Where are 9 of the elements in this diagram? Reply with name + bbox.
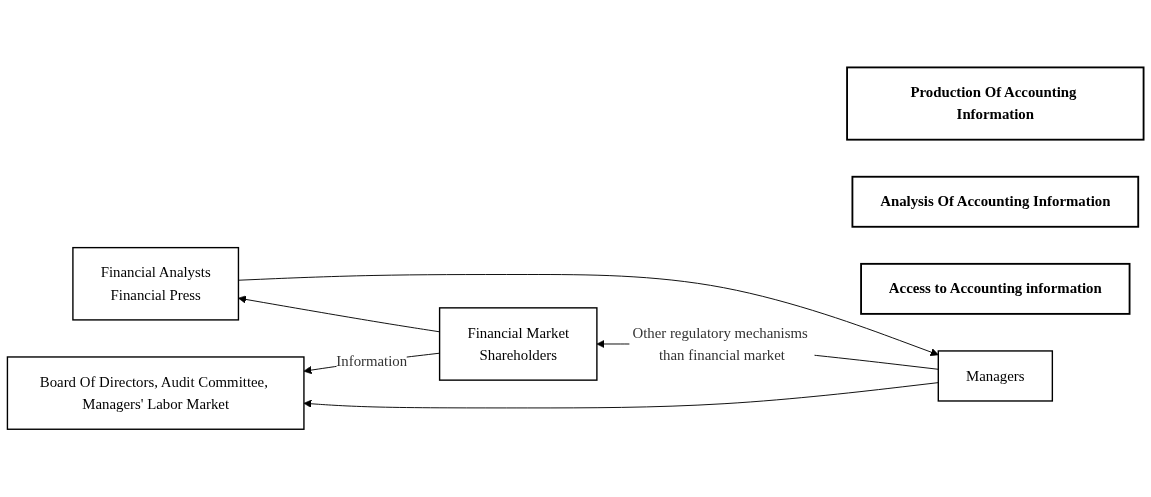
edge-label: Other regulatory mechanisms than financial market xyxy=(632,324,808,363)
node-box: Financial Market Shareholders xyxy=(438,307,598,381)
node-box: Financial Analysts Financial Press xyxy=(72,247,240,321)
node-box: Production Of Accounting Information xyxy=(846,66,1145,141)
node-box: Analysis Of Accounting Information xyxy=(851,176,1140,228)
node-box: Board Of Directors, Audit Committee, Managers' Labor Market xyxy=(6,356,305,431)
node-box: Managers xyxy=(937,350,1054,402)
edge-label: Information xyxy=(336,352,408,369)
node-box: Access to Accounting information xyxy=(860,263,1131,315)
